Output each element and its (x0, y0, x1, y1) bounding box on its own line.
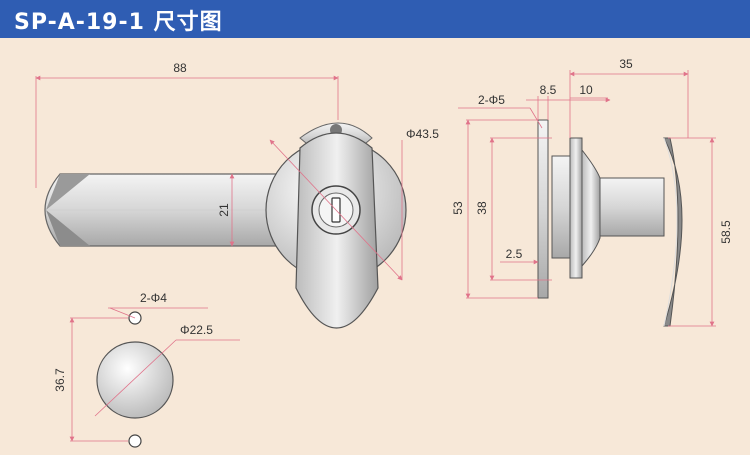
drawing-canvas: 88 21 Φ43.5 2-Φ4 Φ22.5 36.7 (0, 38, 750, 450)
technical-drawing: 88 21 Φ43.5 2-Φ4 Φ22.5 36.7 (35, 57, 733, 448)
side-view (537, 119, 683, 327)
dim-side-height-outer: 53 (451, 201, 465, 215)
page-title: SP-A-19-1 尺寸图 (14, 10, 223, 35)
side-dimensions (458, 70, 716, 327)
title-bar: SP-A-19-1 尺寸图 (0, 0, 750, 38)
dim-knob-diameter: Φ43.5 (406, 127, 439, 141)
dim-side-height-inner: 38 (475, 201, 489, 215)
dim-side-b: 10 (579, 83, 593, 97)
dim-side-handle-height: 58.5 (719, 220, 733, 244)
dim-front-height: 21 (217, 203, 231, 217)
dim-side-holes: 2-Φ5 (478, 93, 505, 107)
dim-side-width: 35 (619, 57, 633, 71)
dim-hole-count: 2-Φ4 (140, 291, 167, 305)
panel-cutout (69, 307, 240, 448)
dim-side-plate: 2.5 (506, 247, 523, 261)
front-dimensions (35, 75, 403, 281)
dim-hole-spacing: 36.7 (53, 368, 67, 392)
dim-cutout-diameter: Φ22.5 (180, 323, 213, 337)
dim-side-a: 8.5 (540, 83, 557, 97)
front-view (44, 122, 407, 329)
dim-front-length: 88 (173, 61, 187, 75)
